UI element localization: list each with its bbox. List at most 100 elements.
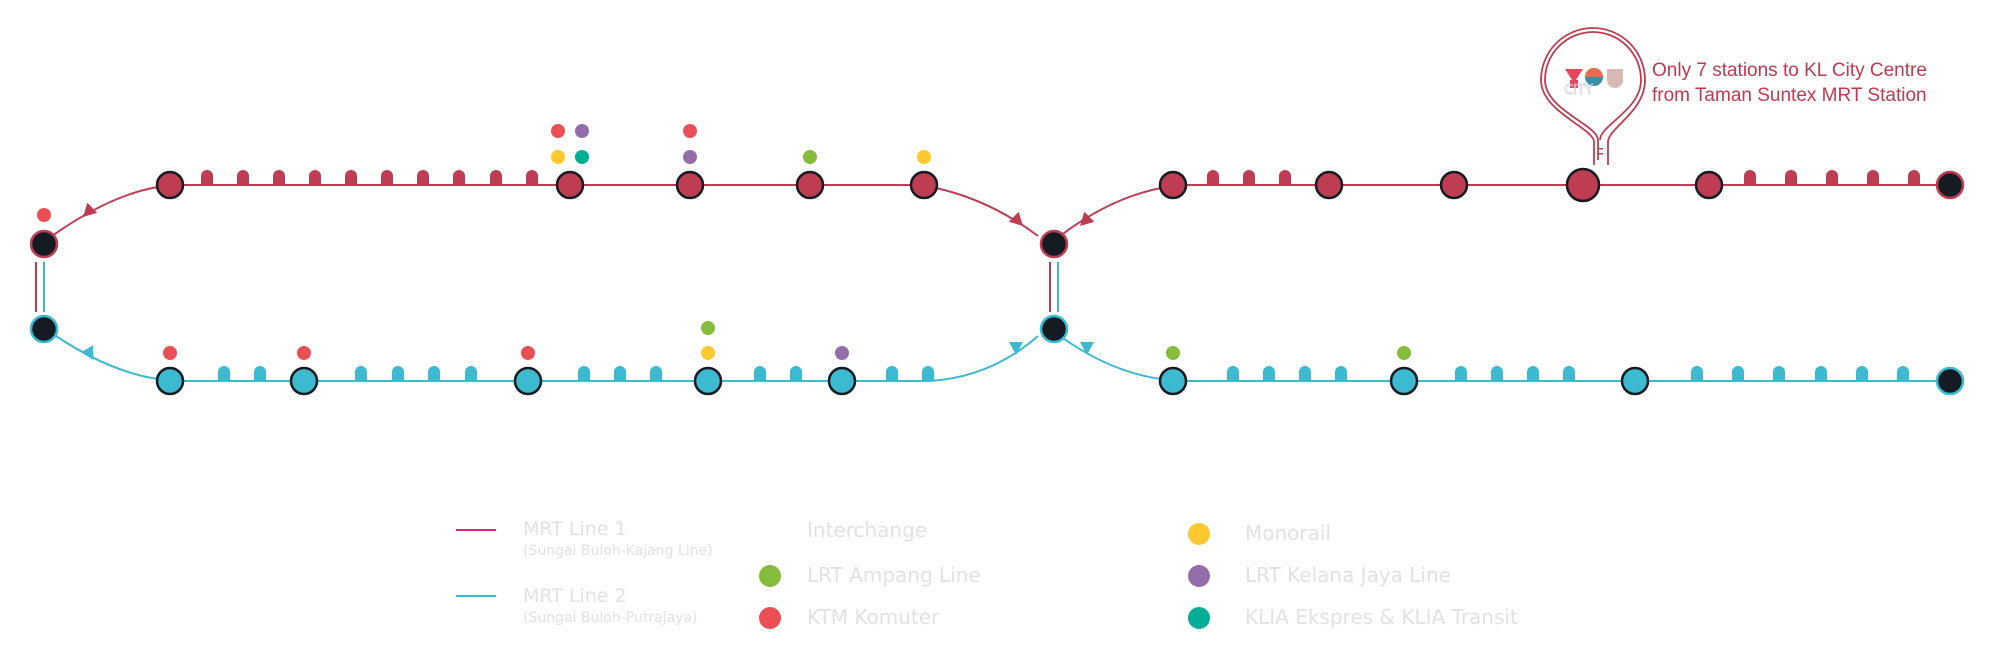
direction-arrow-icon xyxy=(1080,342,1094,355)
major-station xyxy=(1158,170,1188,200)
interchange-dot-monorail xyxy=(917,150,931,164)
legend-mrt2-title: MRT Line 2 xyxy=(523,585,627,607)
interchange-dot-lrt-ampang xyxy=(1166,346,1180,360)
minor-station xyxy=(237,170,249,185)
minor-station xyxy=(1491,366,1503,381)
interchange-dot-lrt-kelana-jaya xyxy=(835,346,849,360)
mrt1-curve-left xyxy=(51,186,159,237)
minor-station xyxy=(465,366,477,381)
minor-station xyxy=(345,170,357,185)
major-station xyxy=(1694,170,1724,200)
callout-stem-mark xyxy=(1599,148,1603,150)
minor-station xyxy=(1335,366,1347,381)
minor-station xyxy=(1856,366,1868,381)
mrt2-curve-mid-left xyxy=(927,335,1039,382)
interchange-dot-lrt-ampang xyxy=(701,321,715,335)
major-station xyxy=(155,366,185,396)
minor-station xyxy=(754,366,766,381)
legend-mrt1: MRT Line 1 (Sungai Buloh-Kajang Line) xyxy=(523,518,713,559)
interchange-dot-klia xyxy=(575,150,589,164)
interchange-dot-ktm xyxy=(297,346,311,360)
legend-mrt1-sub: (Sungai Buloh-Kajang Line) xyxy=(523,543,713,559)
minor-station xyxy=(922,366,934,381)
callout-balloon xyxy=(1540,27,1646,165)
minor-station xyxy=(526,170,538,185)
interchange-dot-lrt-ampang xyxy=(1397,346,1411,360)
major-station xyxy=(289,366,319,396)
legend-mrt1-title: MRT Line 1 xyxy=(523,518,627,540)
minor-station xyxy=(614,366,626,381)
terminal-station xyxy=(1039,314,1069,344)
minor-station xyxy=(201,170,213,185)
minor-station xyxy=(1815,366,1827,381)
major-station xyxy=(1565,167,1601,203)
minor-station xyxy=(650,366,662,381)
major-station xyxy=(909,170,939,200)
interchange-dot-ktm xyxy=(683,124,697,138)
callout-line-2: from Taman Suntex MRT Station xyxy=(1652,85,1927,106)
minor-station xyxy=(1785,170,1797,185)
legend-label-ktm: KTM Komuter xyxy=(807,605,940,629)
callout-text: Only 7 stations to KL City Centre from T… xyxy=(1652,58,1927,108)
minor-station xyxy=(218,366,230,381)
you-city-logo-icon: CITY xyxy=(1564,83,1593,98)
minor-station xyxy=(1826,170,1838,185)
major-station xyxy=(1620,366,1650,396)
legend-label-klia: KLIA Ekspres & KLIA Transit xyxy=(1245,605,1518,629)
interchange-dot-ktm xyxy=(551,124,565,138)
mrt2-legend-line xyxy=(456,595,496,597)
minor-station xyxy=(1732,366,1744,381)
minor-station xyxy=(254,366,266,381)
minor-station xyxy=(1744,170,1756,185)
minor-station xyxy=(273,170,285,185)
direction-arrow-icon xyxy=(80,345,94,361)
minor-station xyxy=(790,366,802,381)
legend-dot-lrt-ampang xyxy=(759,565,781,587)
direction-arrow-icon xyxy=(83,202,98,217)
you-city-logo-icon xyxy=(1565,69,1583,83)
interchange-dot-lrt-kelana-jaya xyxy=(575,124,589,138)
terminal-station xyxy=(1039,229,1069,259)
terminal-station xyxy=(29,229,59,259)
major-station xyxy=(795,170,825,200)
major-station xyxy=(1158,366,1188,396)
minor-station xyxy=(1263,366,1275,381)
terminal-station xyxy=(1935,170,1965,200)
minor-station xyxy=(578,366,590,381)
terminal-station xyxy=(1935,366,1965,396)
direction-arrow-icon xyxy=(1009,342,1023,355)
mrt1-legend-line xyxy=(456,529,496,531)
minor-station xyxy=(490,170,502,185)
major-station xyxy=(1314,170,1344,200)
mrt2-curve-left xyxy=(55,335,159,380)
interchange-dot-ktm xyxy=(521,346,535,360)
minor-station xyxy=(1299,366,1311,381)
minor-station xyxy=(1243,170,1255,185)
major-station xyxy=(693,366,723,396)
mrt2-curve-mid-right xyxy=(1059,335,1162,380)
legend-label-monorail: Monorail xyxy=(1245,521,1331,545)
minor-station xyxy=(1897,366,1909,381)
interchange-dot-lrt-ampang xyxy=(803,150,817,164)
minor-station xyxy=(309,170,321,185)
minor-station xyxy=(1279,170,1291,185)
you-city-logo-icon xyxy=(1585,68,1603,77)
callout-line-1: Only 7 stations to KL City Centre xyxy=(1652,60,1927,81)
major-station xyxy=(155,170,185,200)
minor-station xyxy=(886,366,898,381)
legend-interchange-heading: Interchange xyxy=(807,518,928,542)
direction-arrow-icon xyxy=(1008,211,1023,226)
minor-station xyxy=(1691,366,1703,381)
major-station xyxy=(1389,366,1419,396)
legend-dot-lrt-kelana-jaya xyxy=(1188,565,1210,587)
minor-station xyxy=(392,366,404,381)
legend-label-lrt-kelana-jaya: LRT Kelana Jaya Line xyxy=(1245,563,1451,587)
minor-station xyxy=(1227,366,1239,381)
minor-station xyxy=(428,366,440,381)
you-city-logo-icon xyxy=(1570,80,1578,88)
interchange-dot-ktm xyxy=(37,208,51,222)
interchange-dot-monorail xyxy=(551,150,565,164)
direction-arrow-icon xyxy=(1080,211,1095,226)
mrt1-curve-mid-right xyxy=(1059,187,1162,237)
